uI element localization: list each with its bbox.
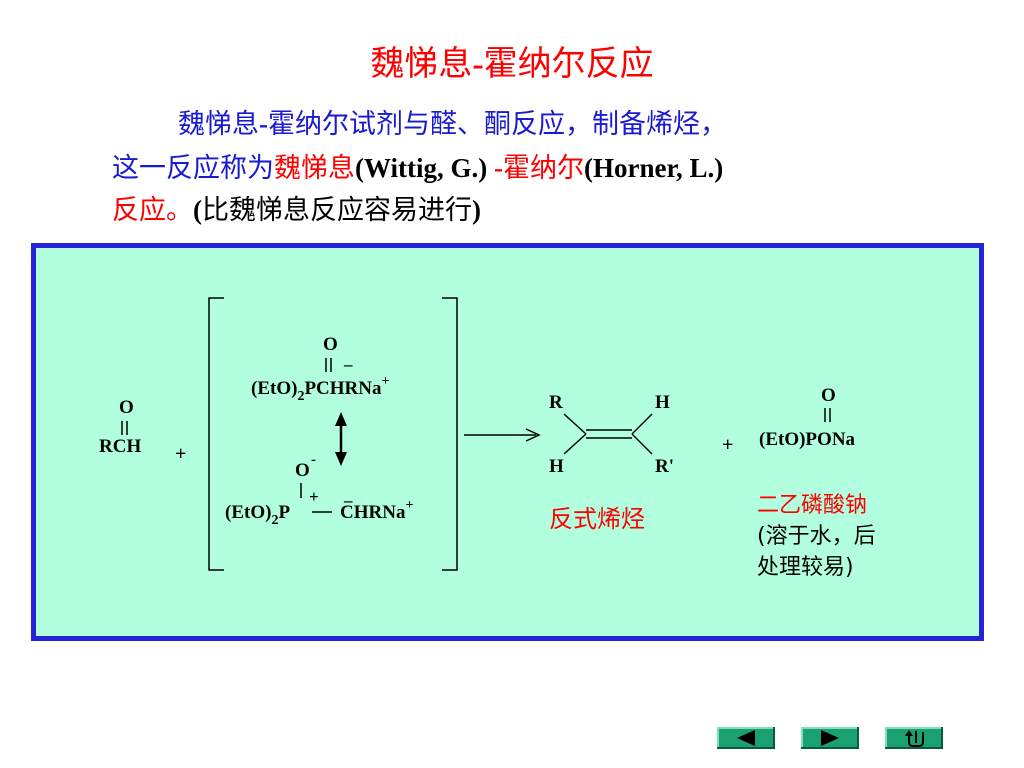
left-bracket	[208, 297, 224, 571]
line2-text-a: 这一反应称为	[112, 153, 274, 184]
paragraph-line-3: 反应。(比魏悌息反应容易进行)	[112, 190, 481, 231]
reagent-top-oxygen: O	[323, 334, 338, 355]
slide-title: 魏悌息-霍纳尔反应	[0, 36, 1024, 85]
reagent-resonance-top: O – (EtO)2PCHRNa+	[251, 334, 390, 404]
phosphate-formula: (EtO)PONa	[759, 429, 856, 450]
line2-wittig-cn: 魏悌息	[274, 153, 355, 184]
return-button[interactable]	[884, 726, 944, 750]
title-cjk: 魏悌息	[370, 44, 473, 84]
line3-text-a: 反应。	[112, 195, 193, 226]
previous-button[interactable]	[716, 726, 776, 750]
next-button[interactable]	[800, 726, 860, 750]
paragraph-line-2: 这一反应称为魏悌息(Wittig, G.) -霍纳尔(Horner, L.)	[112, 148, 723, 189]
phosphate-oxygen: O	[821, 385, 836, 406]
alkene-h-bottom: H	[549, 456, 564, 477]
line3-text-b: 比魏悌息反应容易进行	[202, 195, 472, 226]
title-dash: -	[472, 46, 484, 83]
aldehyde: O RCH	[99, 397, 141, 457]
reaction-scheme: O RCH + O – (EtO)2PCHRNa+ O - +	[99, 297, 856, 571]
reagent-bottom-oxygen: O	[295, 460, 310, 481]
line2-wittig-en: (Wittig, G.)	[355, 153, 494, 183]
resonance-arrow	[335, 412, 347, 466]
aldehyde-formula: RCH	[99, 436, 141, 457]
reagent-top-carbanion-charge: –	[343, 355, 353, 374]
reagent-bottom-rest: CHRNa+	[340, 498, 413, 523]
right-bracket	[442, 297, 458, 571]
line1-text-b: 霍纳尔试剂与醛、酮反应，制备烯烃，	[268, 109, 727, 140]
triangle-left-icon	[737, 730, 755, 746]
product-label: 反式烯烃	[549, 505, 645, 533]
reagent-bottom-carbanion-charge: –	[343, 491, 353, 510]
line3-close-paren: )	[472, 195, 481, 225]
return-arrow-icon	[905, 730, 924, 747]
alkene-r-top: R	[549, 392, 563, 413]
reagent-top-formula: (EtO)2PCHRNa+	[251, 374, 390, 404]
plus-sign-2: +	[722, 434, 733, 456]
line1-text-a: 魏悌息	[178, 109, 259, 140]
title-rest: 霍纳尔反应	[483, 44, 654, 84]
reagent-resonance-bottom: O - + – (EtO)2P CHRNa+	[225, 452, 413, 528]
triangle-right-icon	[821, 730, 839, 746]
line3-open-paren: (	[193, 195, 202, 225]
line2-dash: -	[493, 153, 503, 183]
paragraph-line-1: 魏悌息-霍纳尔试剂与醛、酮反应，制备烯烃，	[178, 104, 727, 145]
line2-horner-en: (Horner, L.)	[583, 153, 724, 183]
phosphate-byproduct: O (EtO)PONa	[759, 385, 856, 450]
byproduct-note-1: (溶于水，后	[757, 524, 876, 549]
line1-dash: -	[259, 109, 268, 139]
aldehyde-oxygen: O	[119, 397, 134, 418]
alkene-r-bottom: R'	[655, 456, 674, 477]
trans-alkene: R H H R'	[549, 392, 674, 477]
reaction-arrow	[464, 428, 541, 442]
byproduct-note-2: 处理较易)	[757, 555, 854, 580]
reagent-bottom-oxygen-charge: -	[311, 452, 316, 468]
reagent-bottom-p-charge: +	[309, 487, 319, 506]
alkene-h-top: H	[655, 392, 670, 413]
reaction-panel: O RCH + O – (EtO)2PCHRNa+ O - +	[31, 243, 984, 641]
reagent-bottom-formula: (EtO)2P	[225, 502, 290, 528]
byproduct-name: 二乙磷酸钠	[757, 493, 868, 518]
line2-horner-cn: 霍纳尔	[502, 153, 584, 184]
plus-sign-1: +	[175, 443, 186, 465]
